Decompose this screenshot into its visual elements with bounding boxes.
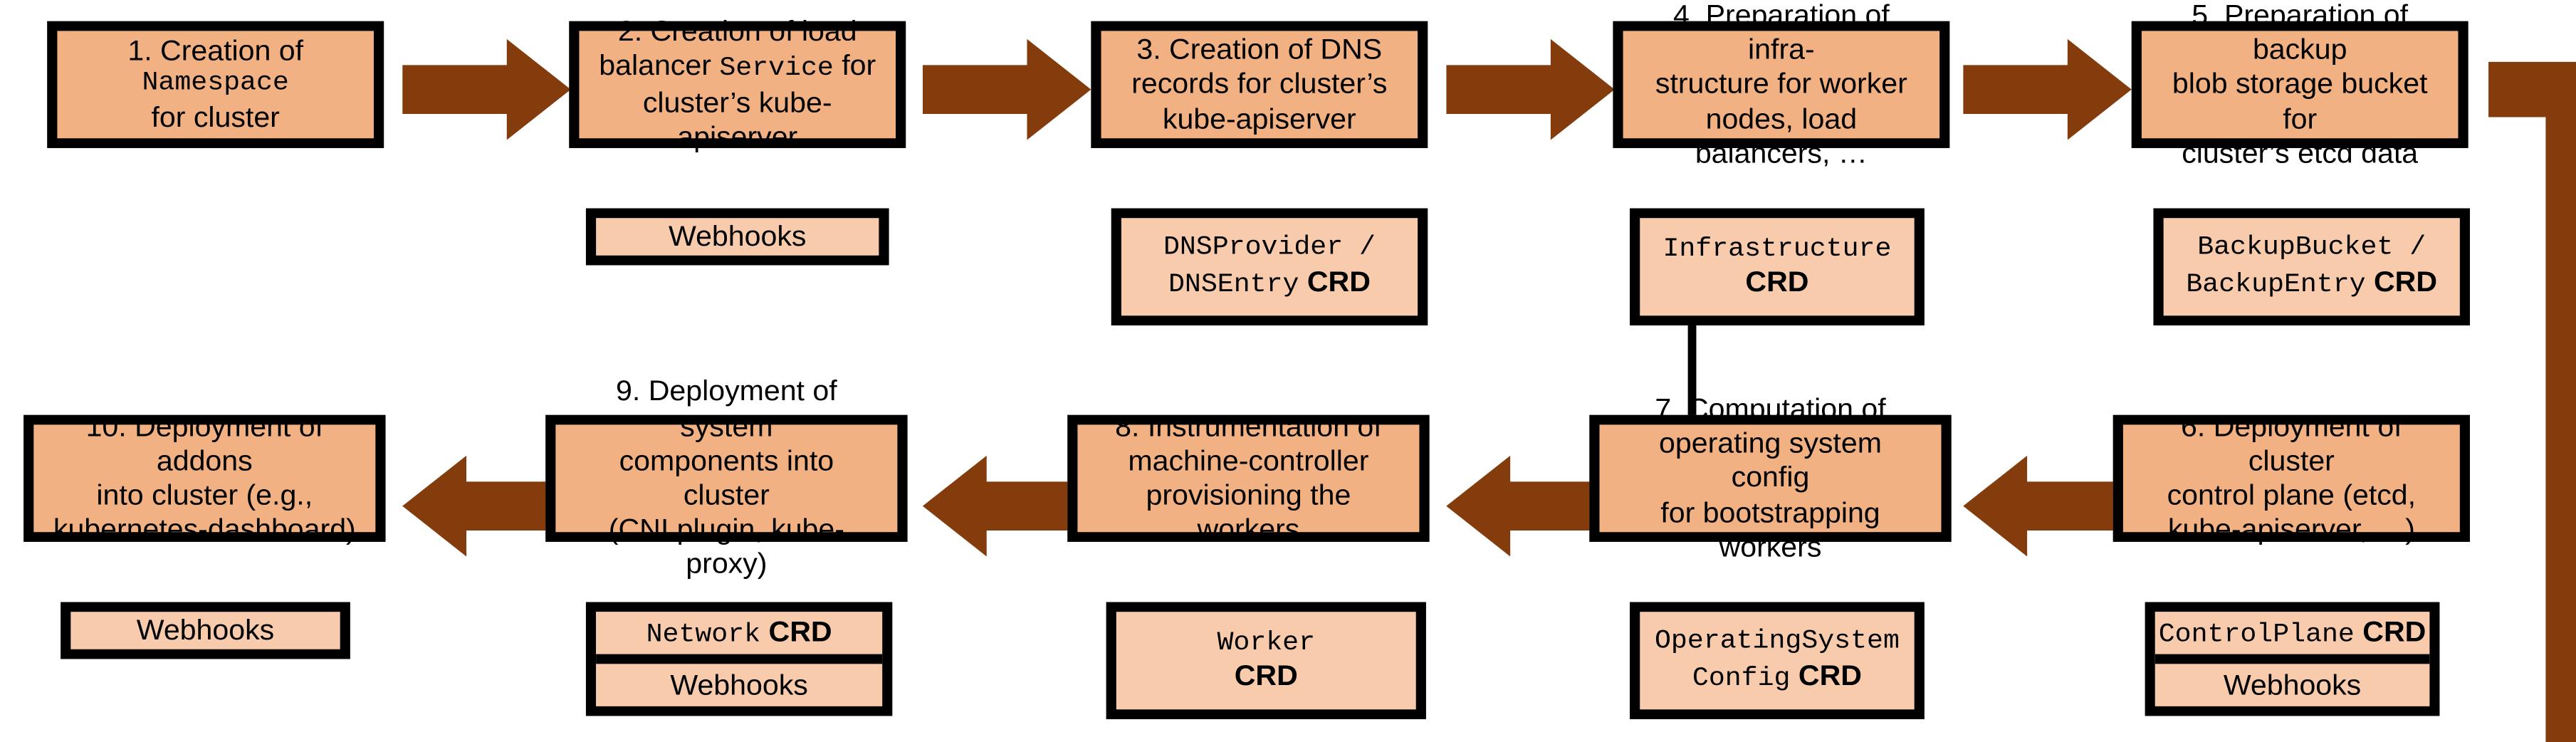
operatingsystem-label: OperatingSystem [1654,626,1900,656]
step-2-line-1: 2. Creation of load [617,14,857,47]
step-7-line-3: for bootstrapping workers [1660,496,1880,563]
step-7-crd-box[interactable]: OperatingSystem Config CRD [1630,602,1925,720]
step-6-sub-stack[interactable]: ControlPlane CRD Webhooks [2145,602,2440,716]
step-2-webhooks-box[interactable]: Webhooks [585,208,889,266]
step-2-service-literal: Service [719,53,834,83]
config-crd-line: Config CRD [1655,658,1900,695]
step-8-box[interactable]: 8. Instrumentation of machine-controller… [1067,409,1430,545]
step-2-line-2: balancer Service for [596,49,879,86]
step-2-line-2-pre: balancer [599,48,720,82]
arrow-step9-to-step10 [402,455,571,557]
step-4-box[interactable]: 4. Preparation of infra- structure for w… [1613,0,1950,169]
crd-suffix-3: CRD [1299,264,1371,298]
step-5-box[interactable]: 5. Preparation of backup blob storage bu… [2131,0,2468,169]
webhooks-label-9: Webhooks [670,668,808,701]
step-8-line-1: 8. Instrumentation of [1115,409,1382,442]
step-2-line-3: cluster’s kube-apiserver [642,85,832,153]
step-6-line-2: control plane (etcd, [2167,478,2417,511]
step-3-line-2: records for cluster’s [1131,67,1388,100]
step-9-line-1: 9. Deployment of system [616,375,837,442]
step-9-box[interactable]: 9. Deployment of system components into … [545,375,908,580]
step-9-line-3: (CNI plugin, kube-proxy) [608,513,844,580]
backupentry-crd-line: BackupEntry CRD [2186,264,2437,301]
step-8-line-2: machine-controller [1128,444,1369,477]
webhooks-label-10: Webhooks [136,613,275,646]
step-9-line-2: components into cluster [619,444,834,511]
arrow-step6-to-step7 [1963,455,2132,557]
step-5-line-3: cluster’s etcd data [2182,136,2419,169]
step-5-line-1: 5. Preparation of backup [2192,0,2409,66]
step-4-line-2: structure for worker [1655,67,1907,100]
controlplane-label: ControlPlane [2158,620,2355,649]
step-9-webhooks-cell[interactable]: Webhooks [596,654,883,706]
step-9-sub-stack[interactable]: Network CRD Webhooks [585,602,893,716]
step-8-line-3: provisioning the workers [1146,478,1351,545]
step-1-box[interactable]: 1. Creation of Namespace for cluster [47,21,384,148]
network-label: Network [646,620,761,649]
step-7-box[interactable]: 7. Computation of operating system confi… [1589,392,1952,563]
controlplane-crd-cell[interactable]: ControlPlane CRD [2154,612,2430,654]
config-label: Config [1692,663,1791,693]
infrastructure-label: Infrastructure [1663,233,1892,263]
crd-suffix-6: CRD [2354,615,2426,648]
worker-label: Worker [1217,627,1316,657]
crd-suffix-7: CRD [1790,658,1862,691]
webhooks-label-6: Webhooks [2223,668,2362,701]
step-6-webhooks-cell[interactable]: Webhooks [2154,654,2430,706]
crd-suffix-4: CRD [1745,266,1809,298]
step-5-line-2: blob storage bucket for [2172,67,2428,135]
step-4-line-3: nodes, load balancers, … [1695,102,1868,169]
backupbucket-label: BackupBucket / [2197,232,2426,262]
step-6-line-1: 6. Deployment of cluster [2181,409,2402,477]
arrow-step1-to-step2 [402,38,571,140]
crd-suffix-9: CRD [760,615,832,648]
arrow-step3-to-step4 [1446,38,1615,140]
step-10-line-2: into cluster (e.g., [96,478,313,511]
step-10-box[interactable]: 10. Deployment of addons into cluster (e… [23,409,386,545]
step-3-line-3: kube-apiserver [1162,102,1356,135]
arrow-step8-to-step9 [922,455,1091,557]
step-6-box[interactable]: 6. Deployment of cluster control plane (… [2112,409,2471,545]
step-10-webhooks-box[interactable]: Webhooks [61,602,350,659]
dnsentry-crd-line: DNSEntry CRD [1163,264,1376,301]
webhooks-label: Webhooks [669,219,807,252]
step-3-line-1: 3. Creation of DNS [1136,33,1383,66]
step-6-line-3: kube-apiserver, …) [2167,513,2415,545]
step-1-line-1: 1. Creation of [127,33,304,67]
step-2-box[interactable]: 2. Creation of load balancer Service for… [569,14,906,153]
step-7-line-2: operating system config [1659,427,1882,494]
crd-suffix-8: CRD [1234,659,1298,692]
network-crd-cell[interactable]: Network CRD [596,612,883,654]
step-2-line-2-post: for [833,48,876,82]
step-3-box[interactable]: 3. Creation of DNS records for cluster’s… [1091,21,1428,148]
step-8-crd-box[interactable]: Worker CRD [1106,602,1426,720]
backupentry-label: BackupEntry [2186,269,2366,299]
arrow-step7-to-step8 [1446,455,1615,557]
step-4-crd-box[interactable]: Infrastructure CRD [1630,208,1925,326]
arrow-step4-to-step5 [1963,38,2132,140]
step-7-line-1: 7. Computation of [1655,392,1886,425]
crd-suffix-5: CRD [2365,264,2438,298]
step-1-line-3: for cluster [151,100,280,134]
step-5-crd-box[interactable]: BackupBucket / BackupEntry CRD [2153,208,2471,326]
step-1-line-2: Namespace [142,68,289,98]
step-10-line-1: 10. Deployment of addons [85,409,324,477]
arrow-step2-to-step3 [922,38,1091,140]
dnsentry-label: DNSEntry [1168,269,1299,299]
arrow-step5-to-step6-elbow [2488,39,2576,742]
dnsprovider-label: DNSProvider / [1163,232,1376,262]
step-10-line-3: kubernetes-dashboard) [53,513,356,545]
step-3-crd-box[interactable]: DNSProvider / DNSEntry CRD [1111,208,1428,326]
step-4-line-1: 4. Preparation of infra- [1672,0,1890,66]
